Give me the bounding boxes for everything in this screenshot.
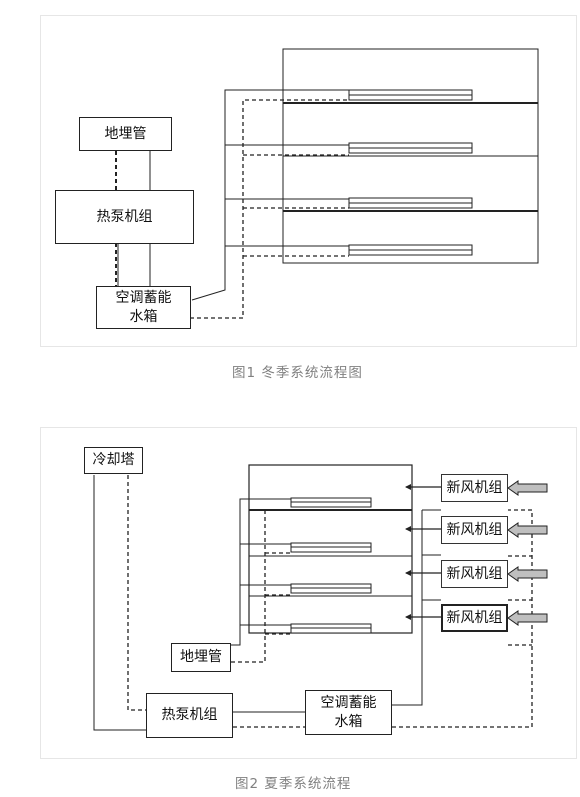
fig2-fresh-air-unit: 新风机组 — [441, 560, 508, 588]
fig1-supply-lines — [117, 89, 349, 301]
fig1-heat-pump-box: 热泵机组 — [55, 190, 194, 244]
fig2-fresh-air-unit: 新风机组 — [441, 604, 508, 632]
fig2-ground-pipe-label: 地埋管 — [180, 649, 222, 666]
fig2-cooling-tower-label: 冷却塔 — [92, 452, 135, 469]
fig1-floor-coils — [348, 89, 473, 256]
fig2-fresh-air-unit-label: 新风机组 — [446, 565, 503, 582]
fig1-caption: 图1 冬季系统流程图 — [232, 365, 363, 381]
fig1-storage-tank-box: 空调蓄能 水箱 — [96, 286, 191, 329]
fig1-building — [282, 48, 539, 264]
fig2-heat-pump-label: 热泵机组 — [161, 707, 218, 724]
fig2-caption: 图2 夏季系统流程 — [235, 776, 352, 792]
fig2-fresh-air-unit-label: 新风机组 — [446, 479, 503, 496]
fig2-fresh-air-out-arrows — [405, 484, 441, 620]
fig2-storage-tank-box: 空调蓄能 水箱 — [305, 690, 392, 735]
fig2-storage-tank-label: 空调蓄能 水箱 — [320, 694, 377, 730]
fig1-return-lines — [115, 99, 349, 319]
fig2-heat-pump-box: 热泵机组 — [146, 693, 233, 738]
fig1-storage-tank-label: 空调蓄能 水箱 — [115, 289, 172, 325]
fig2-fresh-air-unit: 新风机组 — [441, 516, 508, 544]
fig2-fresh-air-unit-label: 新风机组 — [446, 609, 503, 626]
fig2-outdoor-air-arrows — [507, 480, 548, 626]
fig1-ground-pipe-label: 地埋管 — [104, 125, 147, 142]
fig2-floor-coils — [290, 497, 372, 634]
fig2-cooling-tower-box: 冷却塔 — [84, 447, 143, 474]
fig1-heat-pump-label: 热泵机组 — [96, 208, 153, 225]
fig2-fresh-air-unit-label: 新风机组 — [446, 521, 503, 538]
fig2-fresh-air-unit: 新风机组 — [441, 474, 508, 502]
fig2-ground-pipe-box: 地埋管 — [171, 643, 231, 672]
fig1-ground-pipe-box: 地埋管 — [79, 117, 172, 151]
fig2-supply-lines — [93, 475, 441, 731]
